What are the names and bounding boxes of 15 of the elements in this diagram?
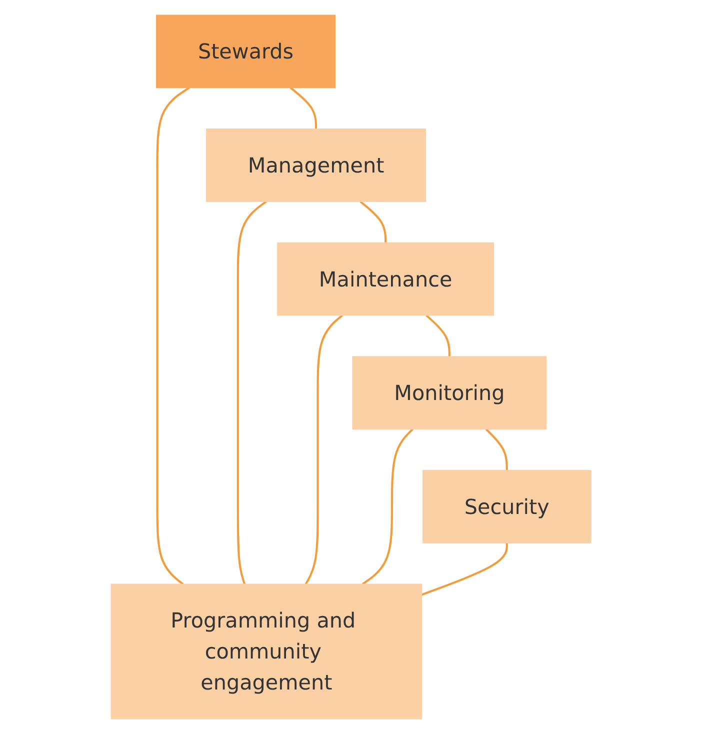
- node-box: Monitoring: [352, 356, 547, 430]
- connector: [156, 86, 190, 586]
- connector: [362, 428, 414, 586]
- connector: [421, 542, 508, 596]
- node-box: Management: [206, 128, 426, 202]
- node-box: Programming and community engagement: [110, 584, 422, 720]
- node-box: Stewards: [156, 14, 336, 88]
- connector: [236, 200, 267, 585]
- connector: [485, 428, 508, 470]
- node-box: Maintenance: [277, 242, 494, 316]
- connector: [290, 86, 318, 130]
- connector: [426, 314, 450, 357]
- node-box: Security: [422, 470, 592, 544]
- connector: [360, 200, 387, 243]
- connector: [304, 314, 344, 585]
